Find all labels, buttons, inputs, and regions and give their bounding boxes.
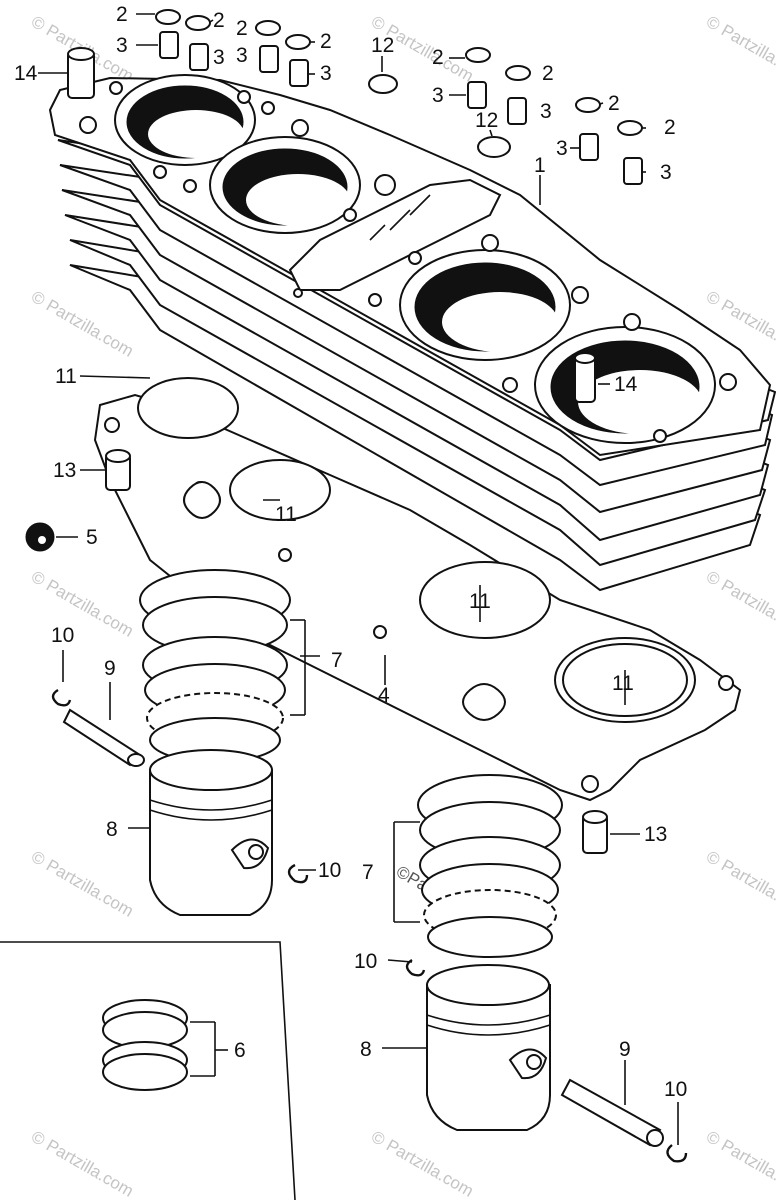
callout-3: 3 (116, 34, 128, 57)
watermark: © Partzilla.com (703, 12, 776, 86)
watermark: © Partzilla.com (703, 1127, 776, 1200)
callout-12: 12 (475, 109, 498, 132)
callout-2: 2 (320, 30, 332, 53)
callout-3: 3 (432, 84, 444, 107)
callout-3: 3 (320, 62, 332, 85)
o-rings (137, 377, 696, 723)
leader-lines (38, 13, 679, 1145)
callout-12: 12 (371, 34, 394, 57)
watermark: © Partzilla.com (28, 567, 137, 641)
watermark: © Partzilla.com (703, 567, 776, 641)
callout-8: 8 (106, 818, 118, 841)
callout-7: 7 (331, 649, 343, 672)
callout-2: 2 (432, 46, 444, 69)
callout-3: 3 (540, 100, 552, 123)
callout-1: 1 (534, 154, 546, 177)
callout-2: 2 (664, 116, 676, 139)
callout-11: 11 (55, 365, 77, 388)
ring-set-inset (0, 941, 296, 1200)
callout-2: 2 (116, 3, 128, 26)
callout-8: 8 (360, 1038, 372, 1061)
callout-3: 3 (660, 161, 672, 184)
callout-labels: 2 2 2 2 2 2 2 2 3 3 3 3 3 3 3 3 14 14 12… (14, 3, 687, 1101)
watermark: © Partzilla.com (28, 287, 137, 361)
callout-13: 13 (53, 459, 76, 482)
callout-10: 10 (664, 1078, 687, 1101)
callout-9: 9 (619, 1038, 631, 1061)
watermark: © Partzilla.com (368, 1127, 477, 1200)
callout-11: 11 (469, 590, 491, 613)
watermark: © Partzilla.com (703, 847, 776, 921)
callout-10: 10 (354, 950, 377, 973)
callout-13: 13 (644, 823, 667, 846)
side-parts (25, 449, 608, 854)
callout-11: 11 (275, 503, 297, 526)
callout-3: 3 (213, 46, 225, 69)
callout-5: 5 (86, 526, 98, 549)
callout-2: 2 (542, 62, 554, 85)
callout-3: 3 (236, 44, 248, 67)
callout-4: 4 (378, 684, 390, 707)
callout-11: 11 (612, 672, 634, 695)
callout-10: 10 (318, 859, 341, 882)
callout-10: 10 (51, 624, 74, 647)
callout-7: 7 (362, 861, 374, 884)
callout-14: 14 (14, 62, 38, 85)
callout-6: 6 (234, 1039, 246, 1062)
dowel-pin-right (574, 352, 596, 403)
callout-2: 2 (236, 17, 248, 40)
callout-14: 14 (614, 373, 638, 396)
callout-2: 2 (608, 92, 620, 115)
watermark: © Partzilla.com (28, 1127, 137, 1200)
callout-3: 3 (556, 137, 568, 160)
callout-2: 2 (213, 9, 225, 32)
callout-9: 9 (104, 657, 116, 680)
piston-assembly-left (51, 569, 309, 916)
watermark: © Partzilla.com (28, 847, 137, 921)
piston-assembly-right (405, 774, 688, 1163)
top-small-parts (67, 9, 643, 185)
